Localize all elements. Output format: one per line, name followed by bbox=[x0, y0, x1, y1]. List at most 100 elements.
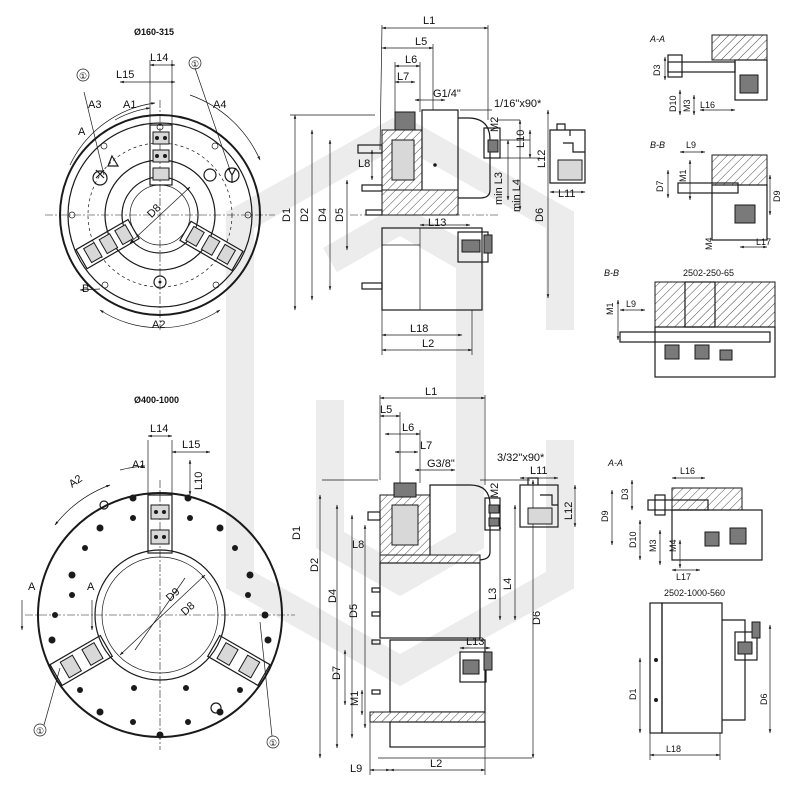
dim-label: L5 bbox=[380, 404, 392, 416]
dim-label: L14 bbox=[150, 52, 168, 64]
dim-label: D9 bbox=[164, 586, 182, 604]
dim-label: M3 bbox=[648, 539, 658, 552]
dim-label: D1 bbox=[281, 208, 293, 222]
dim-label: A1 bbox=[132, 459, 145, 471]
mid-section-bb: B-B 2502-250-65 M1 L9 bbox=[604, 268, 776, 378]
bottom-section-aa: A-A L16 D3 D9 D10 M3 M4 L17 bbox=[600, 458, 763, 582]
dim-label: D6 bbox=[531, 611, 543, 625]
dim-label: L4 bbox=[502, 578, 514, 590]
dim-label: min L3 bbox=[493, 172, 505, 205]
dim-label: A3 bbox=[88, 99, 101, 111]
section-title: A-A bbox=[607, 458, 623, 468]
dim-label: D5 bbox=[348, 604, 360, 618]
dim-label: L12 bbox=[536, 150, 548, 168]
dim-label: A2 bbox=[67, 473, 85, 491]
top-section-aa: A-A D3 D10 M3 L16 bbox=[649, 34, 768, 116]
dim-label: L15 bbox=[116, 69, 134, 81]
dim-label: L17 bbox=[756, 237, 771, 247]
dim-label: D9 bbox=[772, 190, 782, 202]
dim-label: A2 bbox=[152, 319, 165, 331]
dim-label: D6 bbox=[534, 208, 546, 222]
dim-label: M2 bbox=[489, 483, 501, 498]
dim-label: D2 bbox=[309, 558, 321, 572]
dim-label: M1 bbox=[678, 169, 688, 182]
model-number: 2502-250-65 bbox=[683, 268, 734, 278]
dim-label: A4 bbox=[213, 99, 226, 111]
top-jaw-block bbox=[549, 123, 586, 194]
dim-label: A bbox=[87, 581, 95, 593]
bottom-jaw-top bbox=[147, 494, 173, 554]
dim-label: L3 bbox=[487, 588, 499, 600]
dim-label: G3/8" bbox=[427, 458, 455, 470]
dim-label: 3/32"x90* bbox=[497, 452, 545, 464]
dim-label: L17 bbox=[676, 572, 691, 582]
dim-label: L7 bbox=[420, 440, 432, 452]
bottom-callout-right: ① bbox=[269, 738, 277, 748]
bottom-jaw-right bbox=[206, 634, 271, 687]
bottom-jaw-left bbox=[49, 634, 114, 687]
dim-label: L9 bbox=[686, 140, 696, 150]
dim-label: L18 bbox=[410, 323, 428, 335]
section-title: B-B bbox=[650, 140, 665, 150]
dim-label: L2 bbox=[430, 758, 442, 770]
dim-label: A bbox=[28, 581, 36, 593]
dim-label: D6 bbox=[759, 693, 769, 705]
dim-label: D10 bbox=[628, 531, 638, 548]
section-title: B-B bbox=[604, 268, 619, 278]
dim-label: M4 bbox=[668, 539, 678, 552]
dim-label: B bbox=[82, 283, 89, 295]
dim-label: M1 bbox=[605, 302, 615, 315]
dim-label: M1 bbox=[349, 691, 361, 706]
dim-label: L12 bbox=[563, 502, 575, 520]
dim-label: D2 bbox=[299, 208, 311, 222]
bottom-view-title: Ø400-1000 bbox=[134, 395, 179, 405]
top-callout-right: ① bbox=[191, 59, 199, 69]
dim-label: L6 bbox=[402, 422, 414, 434]
dim-label: L16 bbox=[680, 466, 695, 476]
dim-label: L7 bbox=[397, 71, 409, 83]
dim-label: D8 bbox=[145, 202, 163, 220]
dim-label: L10 bbox=[515, 130, 527, 148]
dim-label: A bbox=[78, 126, 86, 138]
dim-label: D4 bbox=[327, 589, 339, 603]
dim-label: D7 bbox=[655, 180, 665, 192]
bolt-holes bbox=[48, 494, 272, 739]
dim-label: L8 bbox=[358, 158, 370, 170]
dim-label: L16 bbox=[700, 100, 715, 110]
dim-label: L11 bbox=[558, 188, 576, 200]
dim-label: 1/16"x90* bbox=[494, 98, 542, 110]
dim-label: L11 bbox=[530, 465, 548, 477]
dim-label: D4 bbox=[317, 208, 329, 222]
dim-label: L10 bbox=[193, 472, 205, 490]
top-callout-left: ① bbox=[79, 71, 87, 81]
dim-label: D9 bbox=[600, 510, 610, 522]
dim-label: M2 bbox=[489, 117, 501, 132]
dim-label: M4 bbox=[704, 237, 714, 250]
dim-label: A1 bbox=[123, 99, 136, 111]
dim-label: L5 bbox=[415, 36, 427, 48]
dim-label: D10 bbox=[668, 95, 678, 112]
dim-label: D8 bbox=[179, 600, 197, 618]
dim-label: L6 bbox=[405, 54, 417, 66]
model-1000-560-view: 2502-1000-560 D1 D6 L18 bbox=[628, 588, 772, 760]
dim-label: L13 bbox=[428, 217, 446, 229]
top-side-view: L1 L5 L6 L7 G1/4" 1/16"x90* M2 L10 L8 L1… bbox=[281, 15, 586, 355]
dim-label: M3 bbox=[682, 99, 692, 112]
bottom-side-view: L1 L5 L6 L7 G3/8" 3/32"x90* M2 L11 L12 D… bbox=[291, 386, 577, 775]
model-number: 2502-1000-560 bbox=[664, 588, 725, 598]
dim-label: D7 bbox=[331, 666, 343, 680]
dim-label: L14 bbox=[150, 423, 168, 435]
dim-label: L1 bbox=[425, 386, 437, 398]
bottom-callout-left: ① bbox=[36, 726, 44, 736]
dim-label: L13 bbox=[466, 636, 484, 648]
dim-label: D5 bbox=[334, 208, 346, 222]
dim-label: D1 bbox=[291, 526, 303, 540]
dim-label: L1 bbox=[423, 15, 435, 27]
dim-label: L8 bbox=[352, 539, 364, 551]
jaw-top bbox=[149, 124, 173, 186]
dim-label: G1/4" bbox=[433, 88, 461, 100]
dim-label: D3 bbox=[652, 64, 662, 76]
dim-label: L2 bbox=[422, 338, 434, 350]
